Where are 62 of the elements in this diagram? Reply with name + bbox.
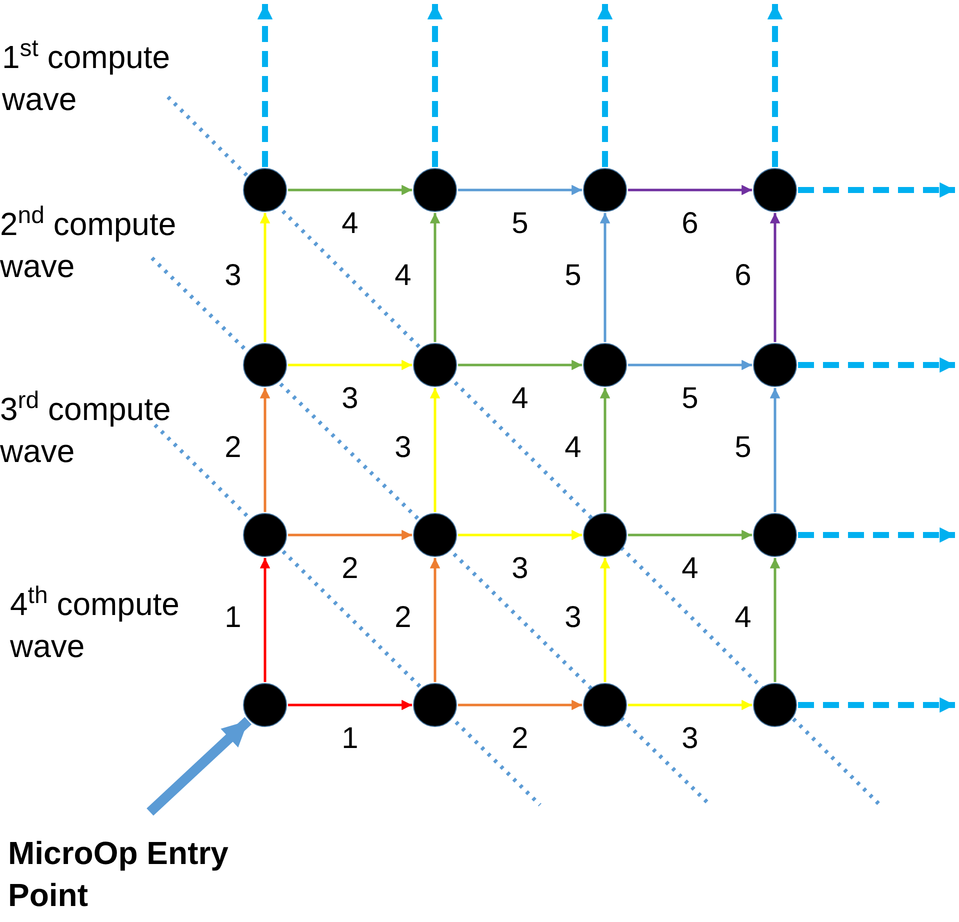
edge-label: 5 — [564, 258, 582, 292]
edge-label: 5 — [682, 382, 698, 415]
arrow — [600, 213, 610, 342]
arrow — [628, 700, 752, 710]
edge-label: 3 — [564, 601, 582, 634]
arrow — [458, 700, 582, 710]
arrow — [798, 697, 955, 713]
arrow — [770, 213, 780, 342]
edge-label: 4 — [564, 431, 582, 464]
arrow — [430, 388, 440, 512]
edge-label: 6 — [734, 258, 752, 292]
edge-label: 2 — [342, 552, 358, 585]
edge-label: 2 — [512, 722, 528, 755]
arrow — [146, 717, 252, 816]
edge-label: 3 — [342, 382, 358, 415]
edge-label: 6 — [682, 207, 698, 240]
arrow — [427, 4, 443, 167]
arrow — [458, 530, 582, 540]
arrow — [628, 530, 752, 540]
arrow — [260, 388, 270, 512]
edge-label: 2 — [394, 601, 412, 634]
edge-label: 3 — [394, 431, 412, 464]
arrow — [260, 213, 270, 342]
edge-label: 4 — [682, 552, 698, 585]
arrow — [628, 360, 752, 370]
arrow — [430, 558, 440, 682]
arrow — [288, 700, 412, 710]
entry-point-label: MicroOp Entry Point — [8, 832, 238, 916]
wave-label: 2$^{nd}$ compute wave — [0, 203, 178, 286]
arrow — [458, 360, 582, 370]
edge-label: 2 — [224, 431, 242, 464]
arrow — [260, 558, 270, 682]
arrow — [628, 184, 752, 196]
edge-label: 4 — [512, 382, 528, 415]
arrow — [798, 357, 955, 373]
arrow — [430, 213, 440, 342]
edge-label: 1 — [224, 601, 242, 634]
edge-label: 3 — [224, 258, 242, 292]
arrow — [288, 530, 412, 540]
edge-label: 1 — [342, 722, 358, 755]
arrow — [600, 388, 610, 512]
arrow — [767, 4, 783, 167]
edge-label: 3 — [512, 552, 528, 585]
arrow — [597, 4, 613, 167]
wave-label: 1$^{st}$ compute wave — [2, 36, 172, 119]
arrow — [770, 388, 780, 512]
edge-label: 5 — [734, 431, 752, 464]
arrow — [770, 558, 780, 682]
wave-label: 4$^{th}$ compute wave — [10, 583, 180, 666]
wave-label: 3$^{rd}$ compute wave — [0, 388, 172, 471]
arrow — [600, 558, 610, 682]
edge-label: 5 — [512, 207, 528, 240]
arrow — [798, 182, 955, 198]
arrow — [798, 527, 955, 543]
arrow — [288, 184, 412, 196]
arrow — [257, 4, 273, 167]
arrow — [458, 184, 582, 196]
edge-label: 3 — [682, 722, 698, 755]
edge-label: 4 — [394, 258, 412, 292]
arrow — [288, 360, 412, 370]
edge-label: 4 — [734, 601, 752, 634]
edge-label: 4 — [342, 207, 358, 240]
